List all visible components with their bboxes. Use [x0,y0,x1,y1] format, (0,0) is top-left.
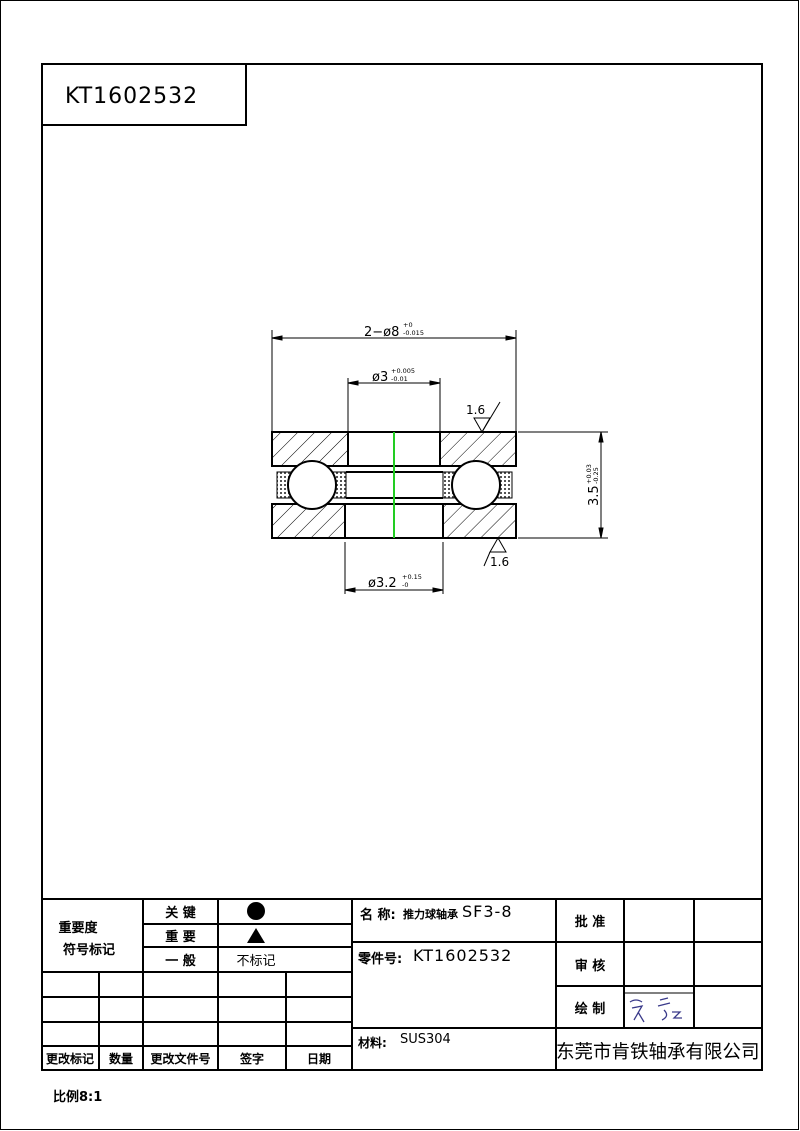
material-value: SUS304 [400,1032,451,1047]
name-model: SF3-8 [462,902,513,921]
rev-header-doc: 更改文件号 [150,1052,211,1066]
rev-header-mark: 更改标记 [45,1052,94,1066]
drawing-number-box: KT1602532 [41,63,247,126]
roughness-bottom-text: 1.6 [490,555,509,569]
level-general-symbol-text: 不标记 [236,954,276,969]
svg-text:-0.01: -0.01 [391,375,408,383]
importance-label-2: 符号标记 [62,942,115,958]
name-label: 名 称: [360,908,396,923]
dim-height-text: 3.5 +0.03 -0.25 [585,464,602,506]
key-circle-icon [247,902,265,920]
dim-inner-bottom [344,542,444,594]
dim-outer-diameter [271,330,517,432]
dim-inner-top [347,378,441,432]
important-triangle-icon [247,928,265,943]
svg-text:-0.015: -0.015 [403,329,424,337]
part-no-label: 零件号: [358,952,403,967]
level-key-label: 关 键 [165,906,196,921]
ball-left [287,460,337,510]
review-label: 审 核 [574,958,606,974]
svg-text:+0: +0 [403,321,413,329]
drawing-frame [41,63,763,1071]
scale-label: 比例8:1 [53,1090,103,1105]
rev-header-sign: 签字 [239,1052,264,1066]
rev-header-qty: 数量 [108,1052,133,1066]
roughness-top-text: 1.6 [466,403,485,417]
company-name: 东莞市肯铁轴承有限公司 [556,1042,760,1063]
roughness-top-symbol [473,401,501,434]
part-no: KT1602532 [413,946,513,965]
dim-inner-top-text: ø3 [372,370,388,385]
approve-label: 批 准 [574,915,606,930]
dim-inner-bottom-text: ø3.2 [368,576,397,591]
level-general-label: 一 般 [165,954,196,969]
svg-text:-0: -0 [402,581,408,589]
drawing-number: KT1602532 [65,84,199,109]
title-block-grid [41,898,763,1071]
svg-text:3.5: 3.5 [587,485,602,506]
dim-outer-text: 2−ø8 [364,325,399,340]
name-cn: 推力球轴承 [403,908,458,921]
ball-right [451,460,501,510]
importance-label-1: 重要度 [58,920,98,936]
svg-text:+0.15: +0.15 [402,573,422,581]
rev-header-date: 日期 [306,1052,331,1066]
roughness-bottom-symbol [483,536,507,567]
material-label: 材料: [358,1036,387,1050]
svg-text:-0.25: -0.25 [592,467,600,484]
drawn-label: 绘 制 [574,1001,606,1017]
signature [629,997,682,1023]
level-important-label: 重 要 [165,930,196,945]
svg-text:+0.03: +0.03 [585,464,593,484]
dim-height [518,431,608,539]
svg-text:+0.005: +0.005 [391,367,415,375]
